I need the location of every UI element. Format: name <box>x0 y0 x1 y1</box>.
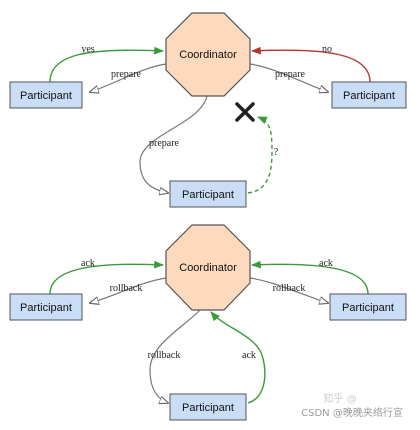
top-diagram: yes prepare no prepare prepare ? Coordin… <box>9 12 407 208</box>
participant-label-top-bottom: Participant <box>182 189 234 201</box>
participant-node-bottom-right <box>329 293 407 321</box>
participant-label-bottom-left: Participant <box>20 302 72 314</box>
watermark-text: CSDN @晚晚夹络行宣 <box>301 406 403 419</box>
edge-top-bottom-unknown <box>247 116 273 194</box>
edge-bottom-bottom-ack <box>210 311 266 404</box>
coordinator-label-top: Coordinator <box>179 49 237 61</box>
label-bottom-bottom-request: rollback <box>148 350 181 361</box>
coordinator-node-top <box>165 12 251 97</box>
label-bottom-right-request: rollback <box>273 283 306 294</box>
label-top-left-request: prepare <box>111 69 142 80</box>
label-bottom-right-ack: ack <box>319 258 333 269</box>
participant-label-bottom-right: Participant <box>342 302 394 314</box>
edge-bottom-right-rollback <box>249 277 328 303</box>
edge-bottom-left-rollback <box>90 277 167 303</box>
participant-node-top-right <box>331 81 407 109</box>
edge-bottom-right-ack <box>251 260 369 295</box>
edge-bottom-bottom-rollback <box>149 309 201 403</box>
failure-cross-icon <box>235 102 255 122</box>
label-top-right-vote: no <box>322 44 332 55</box>
participant-label-top-left: Participant <box>20 90 72 102</box>
participant-node-bottom-left <box>9 293 83 321</box>
edge-top-bottom-prepare <box>139 95 208 193</box>
edge-bottom-left-ack <box>49 260 164 295</box>
coordinator-node-bottom <box>165 224 251 311</box>
label-top-bottom-request: prepare <box>149 138 180 149</box>
label-top-bottom-unknown: ? <box>274 147 279 158</box>
edge-top-right-prepare <box>249 63 328 92</box>
bottom-diagram: ack rollback ack rollback rollback ack C… <box>9 224 407 421</box>
edge-top-right-no <box>251 46 371 83</box>
edge-top-left-yes <box>49 46 164 83</box>
edge-top-left-prepare <box>90 63 167 92</box>
label-top-right-request: prepare <box>275 69 306 80</box>
watermark-faint: 知乎 @ <box>323 392 356 405</box>
participant-node-bottom-bottom <box>169 393 247 421</box>
label-bottom-left-ack: ack <box>81 258 95 269</box>
label-bottom-left-request: rollback <box>110 283 143 294</box>
label-bottom-bottom-ack: ack <box>242 350 256 361</box>
label-top-left-vote: yes <box>81 44 94 55</box>
participant-node-top-left <box>9 81 83 109</box>
participant-node-top-bottom <box>169 180 247 208</box>
participant-label-top-right: Participant <box>343 90 395 102</box>
participant-label-bottom-bottom: Participant <box>182 402 234 414</box>
coordinator-label-bottom: Coordinator <box>179 262 237 274</box>
